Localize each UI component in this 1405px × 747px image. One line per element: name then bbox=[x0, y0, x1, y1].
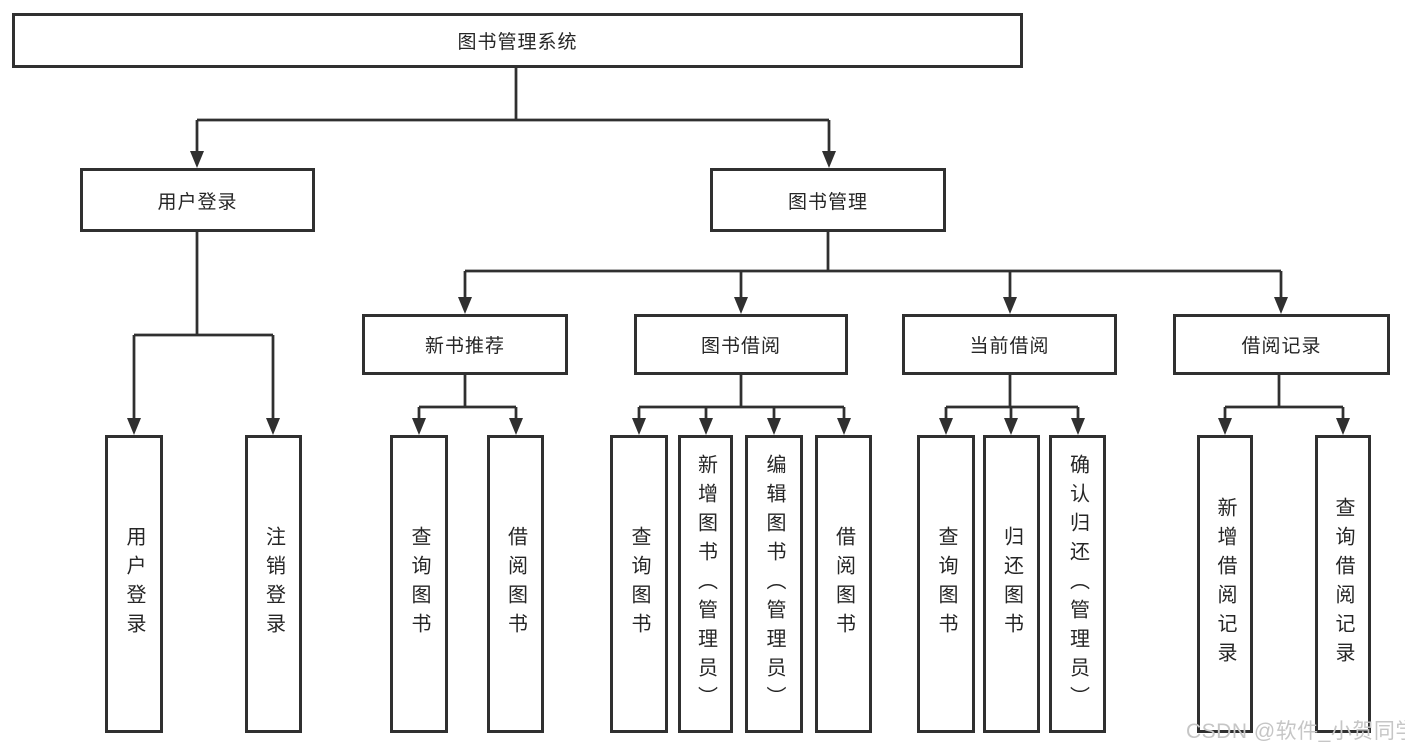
leaf-borrowing-query-books: 查询图书 bbox=[610, 435, 668, 733]
leaf-borrowing-add-books: 新增图书（管理员） bbox=[678, 435, 733, 733]
wire-user-to-leaves bbox=[132, 232, 275, 419]
leaf-borrowing-add-books-label: 新增图书（管理员） bbox=[694, 453, 717, 715]
leaf-recommend-query-books-label: 查询图书 bbox=[408, 526, 430, 642]
node-user-login: 用户登录 bbox=[80, 168, 315, 232]
leaf-records-query-record: 查询借阅记录 bbox=[1315, 435, 1371, 733]
leaf-user-login-label: 用户登录 bbox=[123, 526, 145, 642]
leaf-recommend-borrow-books: 借阅图书 bbox=[487, 435, 544, 733]
leaf-borrowing-borrow-books: 借阅图书 bbox=[815, 435, 872, 733]
node-book-borrowing: 图书借阅 bbox=[634, 314, 848, 375]
leaf-borrowing-query-books-label: 查询图书 bbox=[628, 526, 650, 642]
leaf-current-return-books-label: 归还图书 bbox=[1000, 526, 1023, 642]
leaf-records-add-record: 新增借阅记录 bbox=[1197, 435, 1253, 733]
wire-records-to-leaves bbox=[1223, 375, 1345, 419]
leaf-current-confirm-return: 确认归还（管理员） bbox=[1049, 435, 1106, 733]
node-root-label: 图书管理系统 bbox=[457, 32, 578, 53]
leaf-records-query-record-label: 查询借阅记录 bbox=[1332, 497, 1354, 671]
leaf-records-add-record-label: 新增借阅记录 bbox=[1214, 497, 1236, 671]
node-root: 图书管理系统 bbox=[12, 13, 1023, 68]
wire-borrowing-to-leaves bbox=[637, 375, 846, 419]
leaf-current-query-books-label: 查询图书 bbox=[935, 526, 957, 642]
watermark: CSDN @软件_小贺同学 bbox=[1186, 720, 1405, 743]
leaf-recommend-borrow-books-label: 借阅图书 bbox=[504, 526, 527, 642]
node-current-borrowing-label: 当前借阅 bbox=[969, 336, 1050, 357]
leaf-current-return-books: 归还图书 bbox=[983, 435, 1040, 733]
leaf-borrowing-borrow-books-label: 借阅图书 bbox=[832, 526, 855, 642]
node-book-management-label: 图书管理 bbox=[787, 191, 868, 213]
leaf-current-confirm-return-label: 确认归还（管理员） bbox=[1066, 453, 1089, 715]
node-book-management: 图书管理 bbox=[710, 168, 946, 232]
wire-current-to-leaves bbox=[944, 375, 1080, 419]
node-book-borrowing-label: 图书借阅 bbox=[700, 336, 781, 357]
node-new-book-recommend: 新书推荐 bbox=[362, 314, 568, 375]
node-borrowing-records: 借阅记录 bbox=[1173, 314, 1390, 375]
node-borrowing-records-label: 借阅记录 bbox=[1241, 336, 1322, 357]
leaf-recommend-query-books: 查询图书 bbox=[390, 435, 448, 733]
leaf-current-query-books: 查询图书 bbox=[917, 435, 975, 733]
wire-root-to-level2 bbox=[195, 68, 831, 152]
node-user-login-label: 用户登录 bbox=[157, 191, 238, 213]
node-new-book-recommend-label: 新书推荐 bbox=[424, 336, 505, 357]
leaf-user-login: 用户登录 bbox=[105, 435, 163, 733]
leaf-borrowing-edit-books-label: 编辑图书（管理员） bbox=[763, 453, 785, 715]
leaf-borrowing-edit-books: 编辑图书（管理员） bbox=[745, 435, 803, 733]
node-current-borrowing: 当前借阅 bbox=[902, 314, 1117, 375]
leaf-logout: 注销登录 bbox=[245, 435, 302, 733]
leaf-logout-label: 注销登录 bbox=[262, 526, 285, 642]
wire-book-to-level3 bbox=[463, 232, 1283, 298]
wire-recommend-to-leaves bbox=[417, 375, 518, 419]
